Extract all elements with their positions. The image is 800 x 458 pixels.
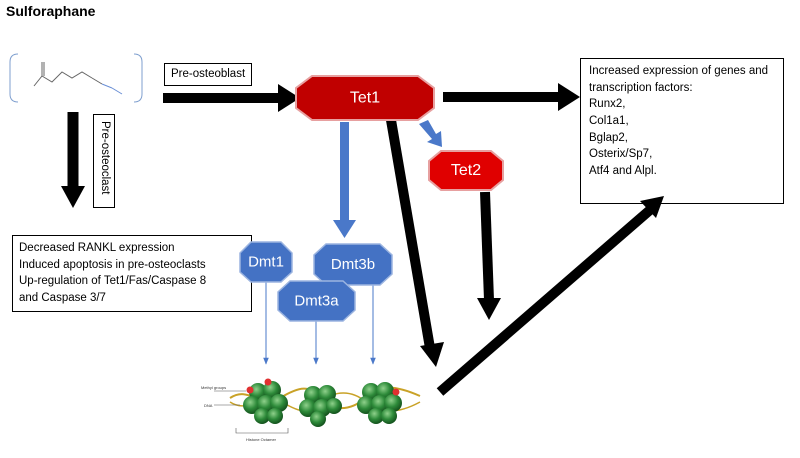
arrow-tet1-to-chromatin: [386, 119, 444, 367]
blue-arrow-tet1-to-dmt: [333, 122, 356, 238]
methyl-group-dot: [264, 378, 272, 386]
right-outcome-line: Col1a1,: [589, 115, 629, 128]
pre-osteoblast-label: Pre-osteoblast: [164, 63, 253, 86]
blue-arrow-tet1-to-tet2: [419, 120, 442, 147]
left-outcome-line: Up-regulation of Tet1/Fas/Caspase 8: [19, 275, 207, 288]
tet1-label: Tet1: [350, 90, 380, 107]
right-outcome-line: transcription factors:: [589, 81, 693, 94]
arrow-down-pre-osteoclast: [61, 112, 85, 208]
tet1-node: Tet1: [295, 75, 435, 121]
right-outcome-line: Osterix/Sp7,: [589, 148, 653, 161]
arrow-molecule-to-tet1: [163, 84, 300, 112]
pre-osteoclast-label: Pre-osteoclast: [93, 114, 115, 208]
left-outcome-line: Induced apoptosis in pre-osteoclasts: [19, 258, 206, 271]
right-outcome-line: Runx2,: [589, 98, 626, 111]
arrow-tet2-to-chromatin: [477, 191, 501, 320]
dmt3a-label: Dmt3a: [294, 293, 339, 310]
dna-label: DNA: [204, 403, 213, 408]
right-outcome-line: Bglap2,: [589, 131, 629, 144]
arrow-tet1-to-right-box: [443, 83, 580, 111]
arrow-chromatin-to-right-box: [436, 196, 664, 396]
left-outcome-box: Decreased RANKL expression Induced apopt…: [12, 235, 252, 312]
dmt1-label: Dmt1: [248, 254, 284, 271]
right-outcome-box: Increased expression of genes and transc…: [580, 58, 784, 204]
left-outcome-line: and Caspase 3/7: [19, 292, 106, 305]
histone-octamer-label: Histone Octamer: [246, 437, 277, 442]
methyl-group-dot: [392, 388, 400, 396]
dmt3b-label: Dmt3b: [331, 256, 375, 273]
sulforaphane-structure: [9, 53, 143, 103]
methyl-groups-label: Methyl groups: [201, 385, 226, 390]
methyl-group-dot: [246, 386, 254, 394]
nucleosome: [243, 381, 288, 424]
right-outcome-line: Atf4 and Alpl.: [589, 165, 657, 178]
nucleosome: [299, 385, 342, 427]
tet2-node: Tet2: [428, 150, 504, 191]
tet2-label: Tet2: [451, 162, 481, 179]
left-outcome-line: Decreased RANKL expression: [19, 242, 175, 254]
right-outcome-line: Increased expression of genes and: [589, 65, 769, 77]
diagram-title: Sulforaphane: [6, 3, 96, 19]
nucleosome: [357, 382, 402, 424]
chromatin-illustration: Methyl groups DNA Histone Octamer: [201, 378, 421, 442]
dmt3b-node: Dmt3b: [313, 243, 393, 286]
dmt3a-node: Dmt3a: [277, 280, 356, 322]
